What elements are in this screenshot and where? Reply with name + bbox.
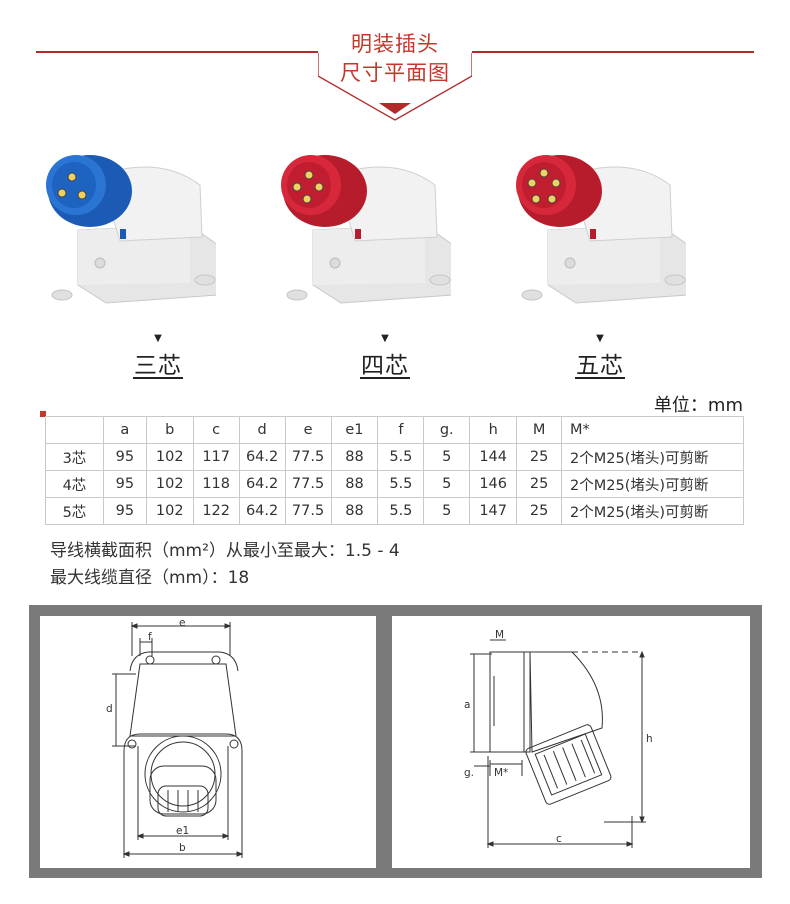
product-marker-3-core: ▼ — [154, 333, 162, 344]
dim-label-g: g. — [464, 767, 474, 779]
product-label-5-core: 五芯 — [576, 353, 624, 379]
table-cell: 25 — [516, 443, 563, 471]
table-header-cell: d — [238, 416, 286, 444]
front-view-drawing: e f d e1 b — [40, 616, 376, 868]
dim-label-M: M — [495, 629, 504, 641]
table-cell: 5芯 — [45, 497, 104, 525]
spec-table: a b c d e e1 f g. h M M* 3芯 95 102 117 6… — [45, 416, 744, 525]
table-cell: 102 — [145, 470, 194, 498]
table-cell: 5 — [423, 443, 471, 471]
table-cell: 95 — [102, 443, 147, 471]
table-cell: 95 — [102, 470, 147, 498]
header-chevron-frame — [318, 53, 472, 121]
table-header-cell: b — [145, 416, 194, 444]
table-cell: 2个M25(堵头)可剪断 — [561, 470, 744, 498]
dim-label-f: f — [148, 631, 152, 643]
dim-label-a: a — [464, 699, 470, 711]
page-title: 明装插头 — [351, 32, 439, 56]
table-cell: 146 — [469, 470, 518, 498]
header-rule-right — [472, 51, 754, 53]
dim-label-b: b — [179, 842, 186, 854]
product-underline-5-core — [575, 377, 625, 379]
table-header-cell: M — [516, 416, 563, 444]
product-underline-4-core — [360, 377, 410, 379]
table-header-cell: M* — [561, 416, 744, 444]
table-marker-dot — [40, 411, 46, 417]
product-underline-3-core — [133, 377, 183, 379]
table-cell: 64.2 — [238, 497, 286, 525]
table-cell: 5.5 — [377, 470, 425, 498]
page-subtitle: 尺寸平面图 — [340, 61, 450, 85]
table-header-cell: g. — [423, 416, 471, 444]
dim-label-Mstar: M* — [494, 767, 508, 779]
table-cell: 77.5 — [284, 443, 332, 471]
table-cell: 102 — [145, 497, 194, 525]
unit-label: 单位：mm — [653, 395, 743, 416]
product-image-3-core — [40, 145, 219, 315]
table-cell: 88 — [330, 470, 379, 498]
table-cell: 95 — [102, 497, 147, 525]
table-row: 5芯 95 102 122 64.2 77.5 88 5.5 5 147 25 … — [45, 497, 744, 525]
table-cell: 4芯 — [45, 470, 104, 498]
product-image-5-core — [510, 145, 689, 315]
product-label-4-core: 四芯 — [361, 353, 409, 379]
side-view-drawing: M a g. M* h c — [392, 616, 750, 868]
note-cross-section: 导线横截面积（mm²）从最小至最大：1.5 - 4 — [50, 541, 400, 561]
table-cell: 77.5 — [284, 497, 332, 525]
table-header-cell: f — [377, 416, 425, 444]
dim-label-h: h — [646, 733, 653, 745]
product-image-4-core — [275, 145, 454, 315]
table-cell: 2个M25(堵头)可剪断 — [561, 497, 744, 525]
product-marker-5-core: ▼ — [596, 333, 604, 344]
table-row: 4芯 95 102 118 64.2 77.5 88 5.5 5 146 25 … — [45, 470, 744, 498]
header-rule-left — [36, 51, 318, 53]
table-cell: 88 — [330, 497, 379, 525]
table-cell: 118 — [192, 470, 240, 498]
table-cell: 144 — [469, 443, 518, 471]
table-cell: 5 — [423, 470, 471, 498]
table-cell: 25 — [516, 470, 563, 498]
table-cell: 5.5 — [377, 443, 425, 471]
table-cell: 64.2 — [238, 443, 286, 471]
dim-label-e: e — [179, 617, 185, 629]
dim-label-e1: e1 — [176, 825, 189, 837]
table-row: 3芯 95 102 117 64.2 77.5 88 5.5 5 144 25 … — [45, 443, 744, 471]
table-cell: 3芯 — [45, 443, 104, 471]
table-cell: 102 — [145, 443, 194, 471]
product-marker-4-core: ▼ — [381, 333, 389, 344]
table-header-cell: c — [192, 416, 240, 444]
table-cell: 147 — [469, 497, 518, 525]
table-cell: 88 — [330, 443, 379, 471]
table-header-row: a b c d e e1 f g. h M M* — [45, 416, 744, 444]
dim-label-d: d — [106, 703, 113, 715]
product-label-3-core: 三芯 — [134, 353, 182, 379]
table-header-cell: e1 — [330, 416, 379, 444]
table-cell: 64.2 — [238, 470, 286, 498]
table-cell: 25 — [516, 497, 563, 525]
table-cell: 77.5 — [284, 470, 332, 498]
dim-label-c: c — [556, 833, 562, 845]
table-cell: 5 — [423, 497, 471, 525]
table-cell: 117 — [192, 443, 240, 471]
table-cell: 2个M25(堵头)可剪断 — [561, 443, 744, 471]
table-header-cell: a — [102, 416, 147, 444]
table-cell: 5.5 — [377, 497, 425, 525]
table-cell: 122 — [192, 497, 240, 525]
table-header-cell: e — [284, 416, 332, 444]
note-cable-diameter: 最大线缆直径（mm）：18 — [50, 568, 250, 588]
table-header-cell: h — [469, 416, 518, 444]
table-header-cell — [45, 416, 104, 444]
